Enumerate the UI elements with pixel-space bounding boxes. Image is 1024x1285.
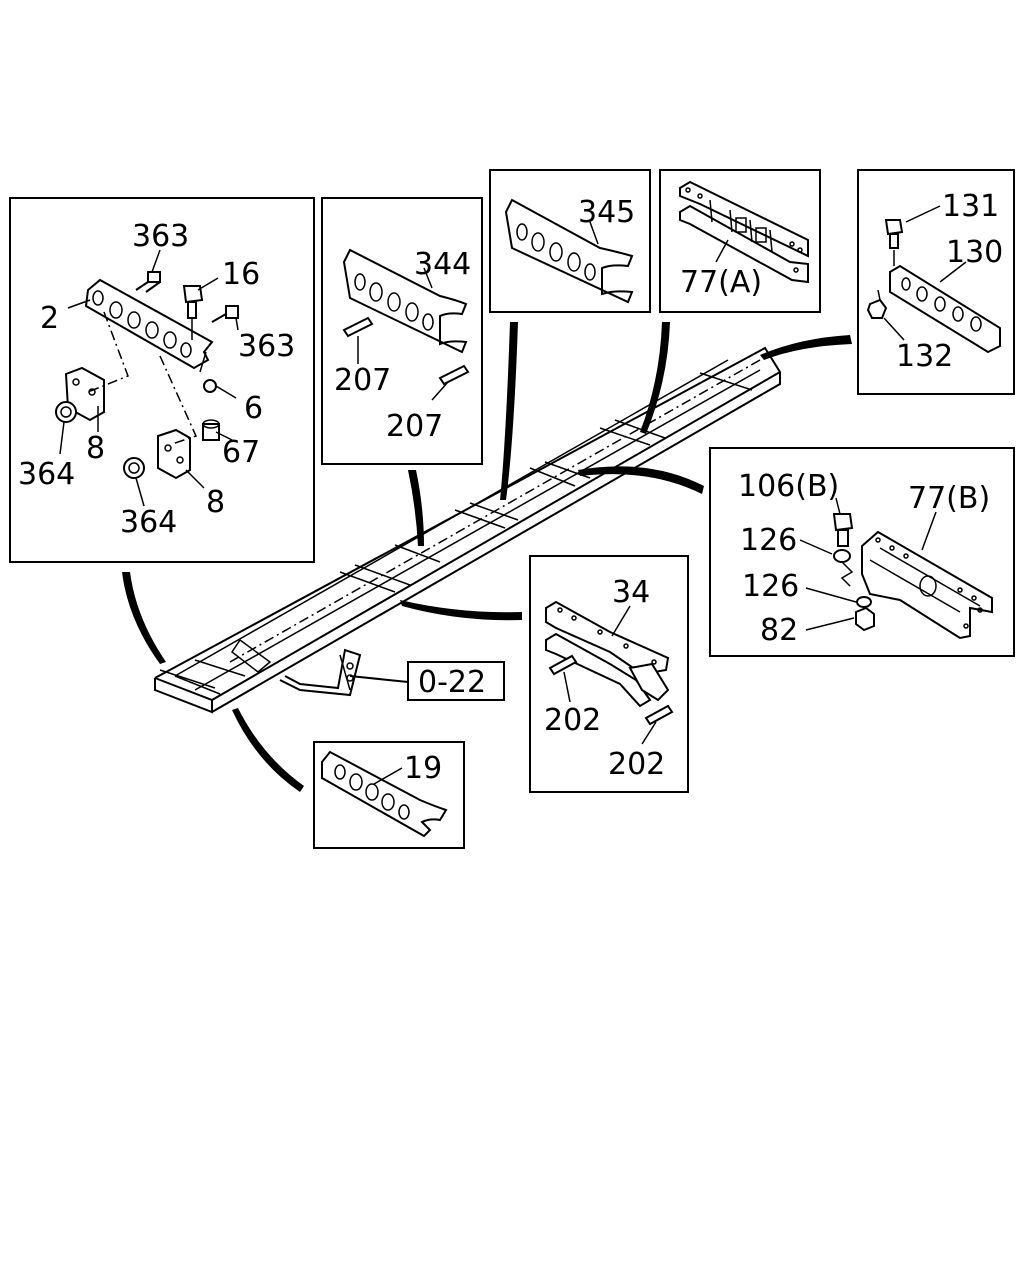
shim-207-upper [342,316,374,338]
label-34: 34 [612,575,650,610]
bolt-16 [182,285,204,340]
callout-leaders [122,322,852,792]
label-82: 82 [760,613,798,648]
crossmember-2-drawing [84,278,214,370]
bracket-8-lower [157,428,191,480]
label-364-bottom: 364 [120,505,177,540]
label-126-upper: 126 [740,523,797,558]
reference-box[interactable]: 0-22 [407,661,505,701]
label-16: 16 [222,257,260,292]
label-345: 345 [578,195,635,230]
panel-crossmember-19: 19 [313,741,465,849]
label-8-upper: 8 [86,431,105,466]
panel-crossmember-34: 34 202 202 [529,555,689,793]
crossmember-130-drawing [889,264,1001,354]
crossmember-34-drawing [545,600,670,708]
washer-126-lower [856,596,872,608]
reference-label: 0-22 [418,665,486,700]
label-2: 2 [40,301,59,336]
nut-364-upper [55,401,77,423]
bolt-363-right [211,305,239,323]
label-344: 344 [414,247,471,282]
label-202-right: 202 [608,747,665,782]
panel-crossmember-2: 363 16 2 363 6 67 8 364 8 364 [9,197,315,563]
label-6: 6 [244,391,263,426]
nut-82 [855,606,875,632]
bolt-363-upper [135,271,161,293]
label-131: 131 [942,189,999,224]
crossmember-345-drawing [504,198,634,304]
crossmember-77b-drawing [861,530,993,640]
panel-crossmember-344: 344 207 207 [321,197,483,465]
panel-crossmember-77b: 106(B) 77(B) 126 126 82 [709,447,1015,657]
label-364-left: 364 [18,457,75,492]
label-126-lower: 126 [742,569,799,604]
label-67: 67 [222,435,260,470]
label-106b: 106(B) [738,469,839,504]
panel-crossmember-345: 345 [489,169,651,313]
label-130: 130 [946,235,1003,270]
washer-6 [203,379,217,393]
label-77a: 77(A) [680,265,762,300]
shim-202-upper [548,654,578,676]
bolt-106b [832,513,854,547]
label-19: 19 [404,751,442,786]
crossmember-77a-drawing [679,180,809,284]
label-202-left: 202 [544,703,601,738]
label-8-lower: 8 [206,485,225,520]
nut-67 [202,419,220,441]
label-207-left: 207 [334,363,391,398]
label-363-right: 363 [238,329,295,364]
label-77b: 77(B) [908,481,990,516]
crossmember-19-drawing [321,750,448,838]
label-207-right: 207 [386,409,443,444]
panel-crossmember-77a: 77(A) [659,169,821,313]
panel-crossmember-130: 131 130 132 [857,169,1015,395]
bolt-131 [884,219,904,249]
nut-364-lower [123,457,145,479]
label-363-top: 363 [132,219,189,254]
shim-202-lower [644,704,674,726]
shim-207-lower [438,364,470,386]
washer-126-upper [833,549,851,563]
crossmember-344-drawing [342,248,468,354]
label-132: 132 [896,339,953,374]
